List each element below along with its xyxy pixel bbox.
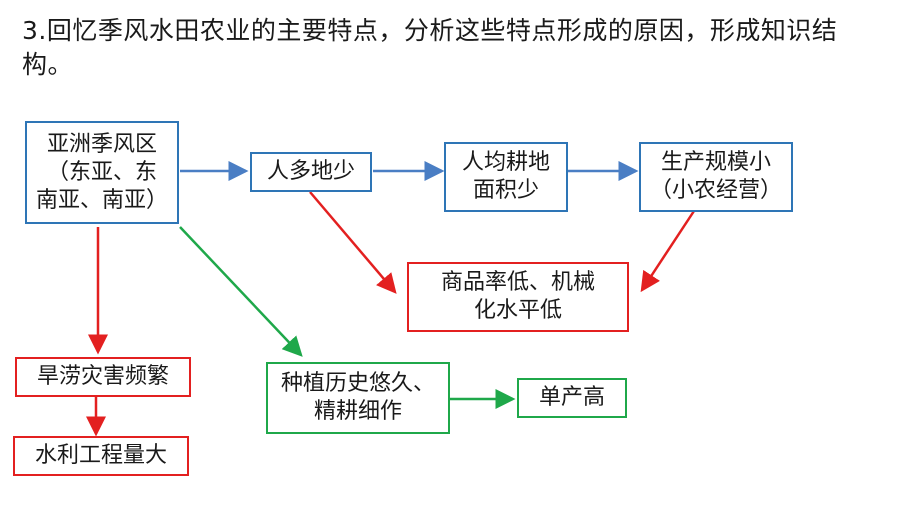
node-asia-monsoon-region: 亚洲季风区 （东亚、东 南亚、南亚）	[25, 121, 179, 224]
node-frequent-disasters: 旱涝灾害频繁	[15, 357, 191, 397]
node-long-history-intensive-farming: 种植历史悠久、 精耕细作	[266, 362, 450, 434]
node-low-per-capita-land: 人均耕地 面积少	[444, 142, 568, 212]
question-title: 3.回忆季风水田农业的主要特点，分析这些特点形成的原因，形成知识结构。	[22, 16, 838, 79]
node-small-scale-production: 生产规模小 （小农经营）	[639, 142, 793, 212]
arrow-asia-to-history	[179, 226, 303, 357]
arrow-people-to-commodity	[309, 191, 397, 294]
node-high-yield: 单产高	[517, 378, 627, 418]
node-many-people-little-land: 人多地少	[250, 152, 372, 192]
arrow-scale-to-commodity	[640, 210, 696, 293]
node-large-irrigation-work: 水利工程量大	[13, 436, 189, 476]
node-low-commodity-rate: 商品率低、机械 化水平低	[407, 262, 629, 332]
